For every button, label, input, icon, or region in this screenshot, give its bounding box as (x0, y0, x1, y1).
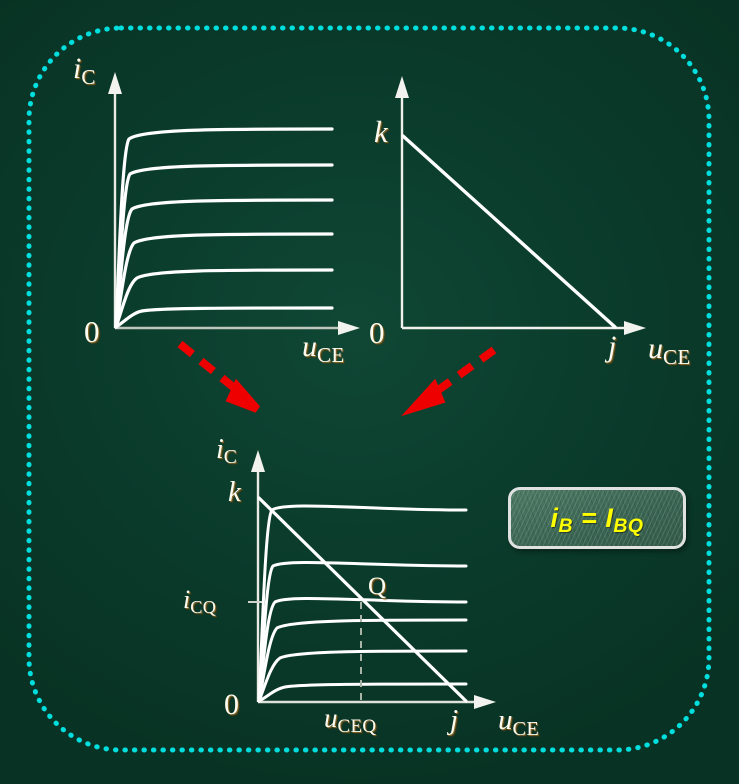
chart1-origin-label: 0 (84, 314, 100, 349)
chart3-j-label: j (450, 704, 459, 736)
chart3-k-label: k (228, 476, 241, 508)
callout-value: I (605, 502, 614, 533)
arrow-left-down-right (177, 340, 261, 413)
callout-value-sub: BQ (613, 514, 644, 537)
chart2-j-label: j (608, 330, 617, 363)
chart1-x-axis-label: uCE (302, 330, 345, 367)
chart1-y-axis-label: iC (73, 52, 96, 89)
chart2-x-axis-label: uCE (648, 332, 691, 369)
chart3-y-axis-label: iC (216, 434, 238, 469)
chart2-k-label: k (374, 114, 388, 149)
chart-combined-q-point: iC k iCQ 0 Q uCEQ j uCE (183, 436, 539, 740)
chart2-origin-label: 0 (369, 315, 385, 350)
arrow-right-down-left (401, 346, 497, 417)
chart3-ucq-label: uCEQ (324, 703, 377, 738)
callout-label: iB = IBQ (550, 502, 643, 535)
callout-symbol: i (550, 502, 559, 533)
callout-equals: = (573, 502, 606, 533)
chart3-origin-label: 0 (224, 688, 239, 721)
chart3-icq-label: iCQ (183, 585, 217, 618)
callout-box-ib-equals-ibq: iB = IBQ (508, 487, 686, 549)
chart3-q-point-label: Q (368, 573, 387, 600)
chart-output-characteristics: iC 0 uCE (73, 54, 380, 367)
chart-load-line: k 0 j uCE (369, 60, 690, 367)
chart3-x-axis-label: uCE (498, 704, 540, 740)
callout-symbol-sub: B (558, 514, 574, 537)
